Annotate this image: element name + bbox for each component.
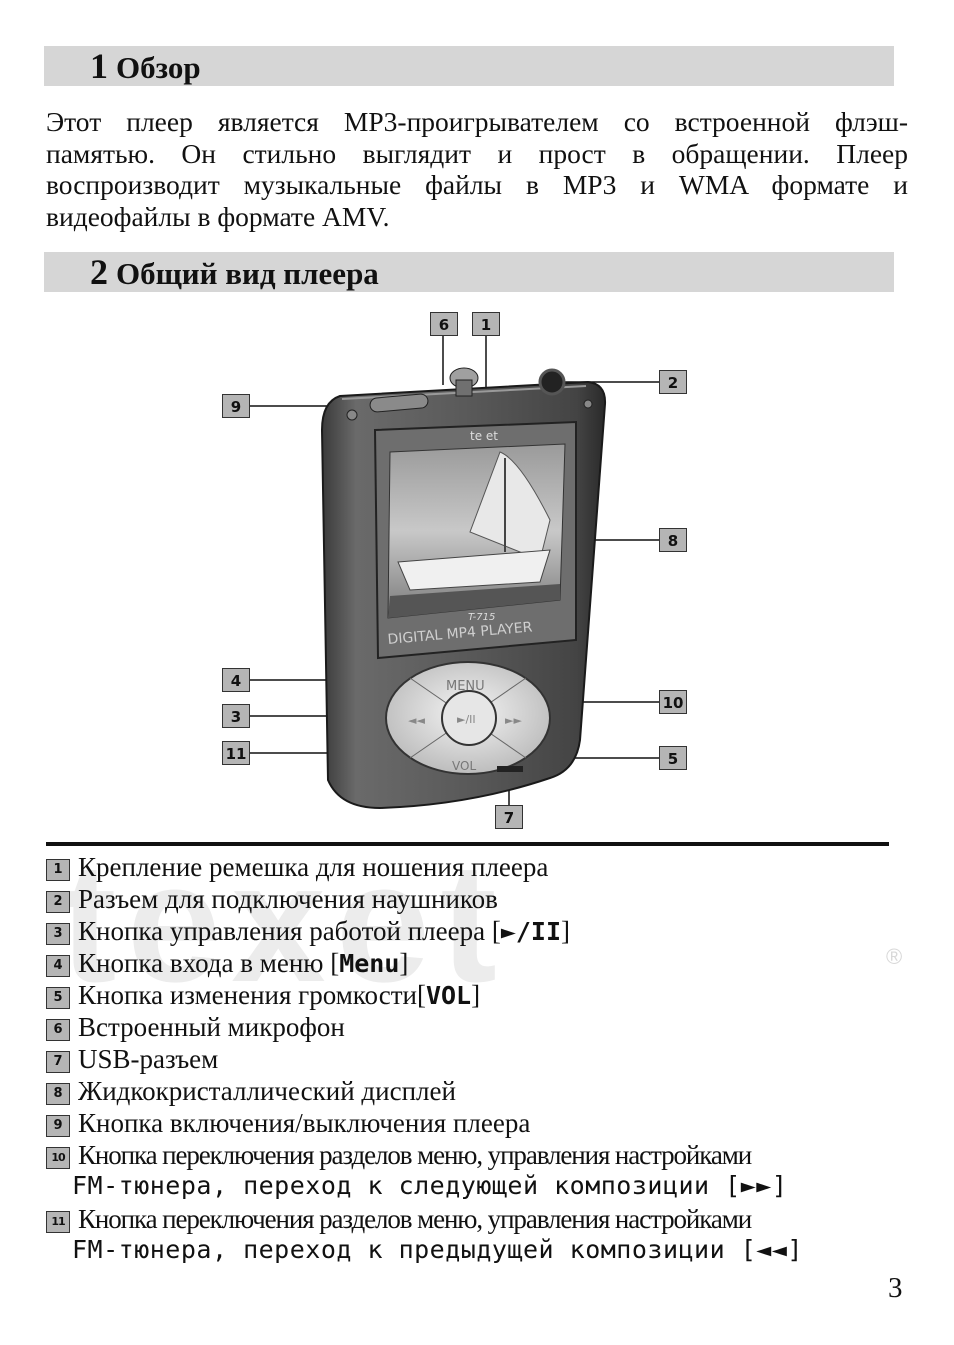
legend-text: Кнопка изменения громкости[ bbox=[78, 980, 426, 1010]
model-text: T-715 bbox=[468, 612, 495, 623]
legend-number: 1 bbox=[46, 859, 70, 881]
callout-1: 1 bbox=[472, 312, 500, 336]
callout-3: 3 bbox=[222, 704, 250, 728]
callout-9: 9 bbox=[222, 394, 250, 418]
legend-item: 7 USB-разъем bbox=[46, 1044, 218, 1075]
lcd-display: te et T-715 DIGITAL MP4 PLAYER bbox=[373, 420, 577, 660]
page-number: 3 bbox=[888, 1272, 903, 1304]
legend-item: 1 Крепление ремешка для ношения плеера bbox=[46, 852, 548, 883]
legend-number: 2 bbox=[46, 891, 70, 913]
legend-text: Жидкокристаллический дисплей bbox=[78, 1076, 456, 1106]
prev-button-icon: ◄◄ bbox=[408, 714, 425, 727]
legend-item: 4 Кнопка входа в меню [Menu] bbox=[46, 948, 408, 979]
legend-continuation: FM-тюнера, переход к следующей композици… bbox=[72, 1171, 787, 1200]
legend-number: 8 bbox=[46, 1083, 70, 1105]
legend-key: ◄◄ bbox=[756, 1235, 788, 1264]
legend-item: 11 Кнопка переключения разделов меню, упр… bbox=[46, 1204, 802, 1264]
control-pad[interactable]: MENU VOL ►/II ►► ◄◄ bbox=[385, 661, 551, 775]
menu-button-label: MENU bbox=[446, 679, 485, 694]
legend-item: 3 Кнопка управления работой плеера [►/II] bbox=[46, 916, 570, 947]
callout-8: 8 bbox=[659, 528, 687, 552]
intro-paragraph: Этот плеер является МР3-проигрывателем с… bbox=[46, 106, 908, 232]
next-button-icon: ►► bbox=[505, 714, 522, 727]
legend-after: ] bbox=[771, 1171, 788, 1200]
legend-after: ] bbox=[787, 1235, 803, 1264]
registered-mark: ® bbox=[886, 944, 903, 969]
callout-7: 7 bbox=[495, 805, 523, 829]
callout-11: 11 bbox=[222, 741, 250, 765]
legend-after: ] bbox=[399, 948, 409, 978]
legend-after: ] bbox=[561, 916, 571, 946]
callout-4: 4 bbox=[222, 668, 250, 692]
intro-line: видеофайлы в формате AMV. bbox=[46, 200, 390, 232]
screen-brand-text: te et bbox=[470, 429, 498, 443]
section-number: 2 bbox=[90, 252, 108, 292]
legend-text: Встроенный микрофон bbox=[78, 1012, 345, 1042]
legend-number: 3 bbox=[46, 923, 70, 945]
player-figure: te et T-715 DIGITAL MP4 PLAYER MENU VOL … bbox=[0, 300, 954, 840]
callout-2: 2 bbox=[659, 370, 687, 394]
legend-text: Кнопка переключения разделов меню, управ… bbox=[78, 1204, 752, 1234]
legend-number: 10 bbox=[46, 1147, 70, 1169]
brand-watermark: texet bbox=[60, 828, 507, 1018]
legend-number: 5 bbox=[46, 987, 70, 1009]
player-illustration: te et T-715 DIGITAL MP4 PLAYER MENU VOL … bbox=[249, 335, 659, 810]
legend-key: VOL bbox=[425, 981, 472, 1010]
legend-key: ►/II bbox=[500, 917, 562, 946]
legend-text: Кнопка управления работой плеера [ bbox=[78, 916, 501, 946]
legend-item: 5 Кнопка изменения громкости[VOL] bbox=[46, 980, 480, 1011]
legend-after: ] bbox=[471, 980, 481, 1010]
legend-key: ►► bbox=[740, 1171, 772, 1200]
legend-item: 9 Кнопка включения/выключения плеера bbox=[46, 1108, 530, 1139]
legend-number: 4 bbox=[46, 955, 70, 977]
section-heading: Общий вид плеера bbox=[116, 256, 379, 291]
legend-text: Крепление ремешка для ношения плеера bbox=[78, 852, 549, 882]
callout-10: 10 bbox=[659, 690, 687, 714]
legend-text: Кнопка включения/выключения плеера bbox=[78, 1108, 531, 1138]
legend-continuation: FM-тюнера, переход к предыдущей композиц… bbox=[72, 1235, 803, 1264]
vol-button-label: VOL bbox=[452, 759, 476, 773]
callout-5: 5 bbox=[659, 746, 687, 770]
intro-line: памятью. Он стильно выглядит и прост в о… bbox=[46, 137, 908, 169]
legend-number: 9 bbox=[46, 1115, 70, 1137]
legend-cont-text: FM-тюнера, переход к предыдущей композиц… bbox=[72, 1235, 757, 1264]
legend-number: 6 bbox=[46, 1019, 70, 1041]
usb-port bbox=[497, 766, 523, 772]
section-number: 1 bbox=[90, 46, 108, 86]
divider-rule bbox=[46, 842, 889, 846]
play-pause-button-label: ►/II bbox=[457, 713, 476, 726]
intro-line: воспроизводит музыкальные файлы в МР3 и … bbox=[46, 169, 908, 200]
legend-text: USB-разъем bbox=[78, 1044, 219, 1074]
legend-item: 8 Жидкокристаллический дисплей bbox=[46, 1076, 456, 1107]
legend-text: Разъем для подключения наушников bbox=[78, 884, 498, 914]
section-heading: Обзор bbox=[116, 50, 201, 85]
callout-6: 6 bbox=[430, 312, 458, 336]
legend-key: Menu bbox=[339, 949, 400, 978]
legend-cont-text: FM-тюнера, переход к следующей композици… bbox=[72, 1171, 741, 1200]
legend-number: 7 bbox=[46, 1051, 70, 1073]
section-bar-device-view bbox=[44, 252, 894, 292]
legend-text: Кнопка входа в меню [ bbox=[78, 948, 340, 978]
legend-item: 10 Кнопка переключения разделов меню, упр… bbox=[46, 1140, 787, 1200]
legend-number: 11 bbox=[46, 1211, 70, 1233]
section-bar-overview bbox=[44, 46, 894, 86]
legend-item: 2 Разъем для подключения наушников bbox=[46, 884, 498, 915]
legend-text: Кнопка переключения разделов меню, управ… bbox=[78, 1140, 752, 1170]
intro-line: Этот плеер является МР3-проигрывателем с… bbox=[46, 106, 908, 137]
legend-item: 6 Встроенный микрофон bbox=[46, 1012, 345, 1043]
